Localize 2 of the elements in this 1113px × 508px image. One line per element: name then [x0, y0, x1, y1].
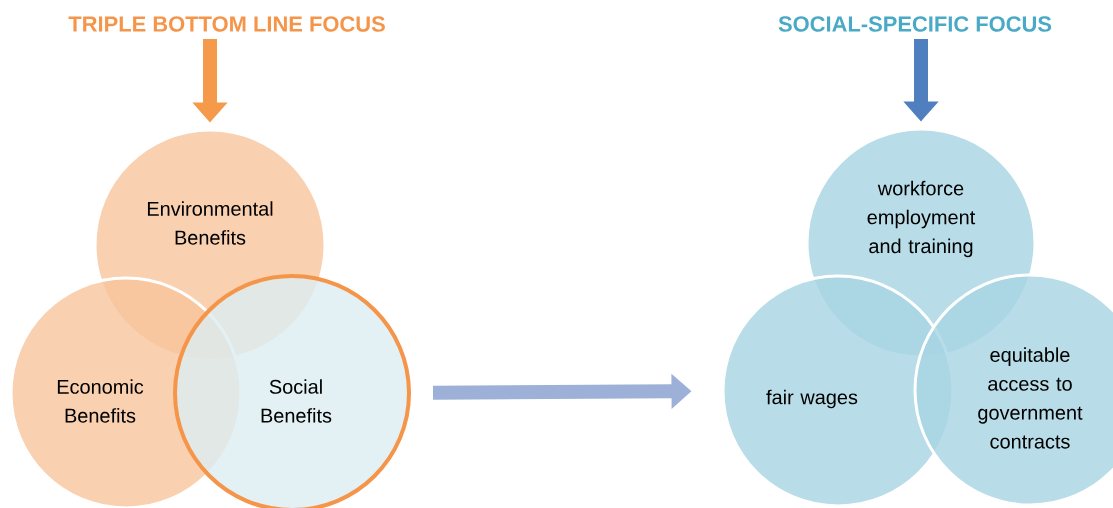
- heading: TRIPLE BOTTOM LINE FOCUS: [68, 16, 385, 32]
- heading: SOCIAL-SPECIFIC FOCUS: [778, 16, 1052, 32]
